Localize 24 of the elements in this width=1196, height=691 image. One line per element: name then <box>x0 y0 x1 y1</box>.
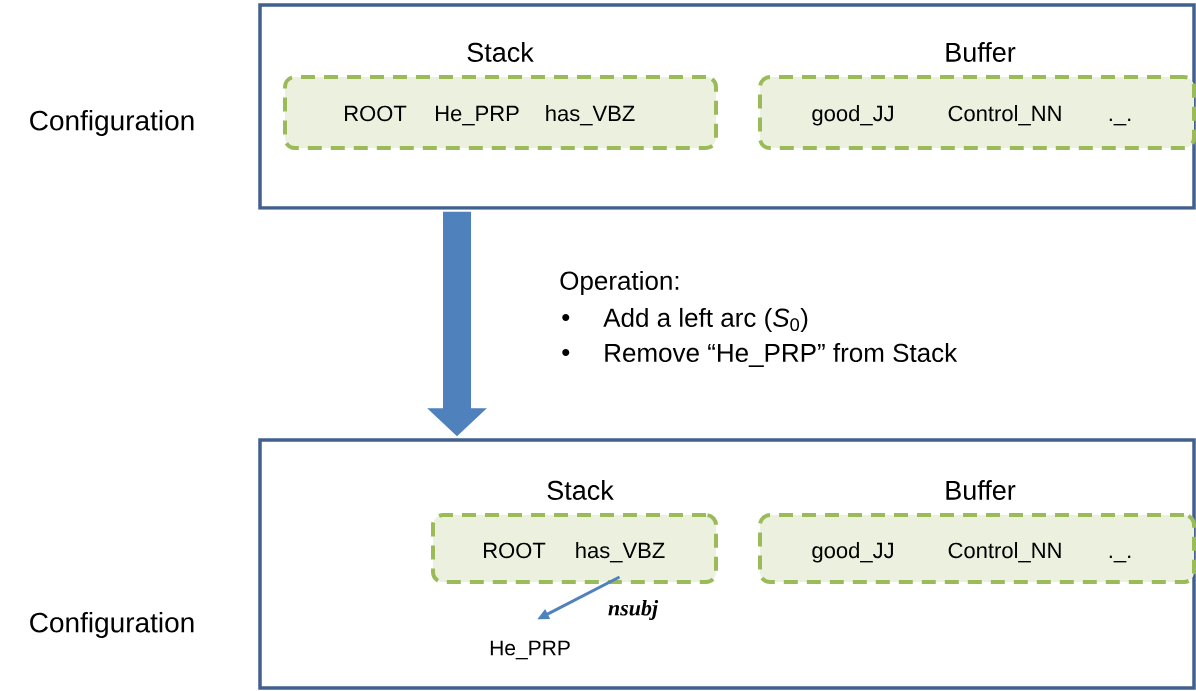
bullet: • <box>562 348 570 356</box>
token: Control_NN <box>948 105 1061 126</box>
operation-step: Add a left arc (S$_{0}$) <box>603 307 808 333</box>
side-label: Configuration <box>30 611 194 639</box>
side-label: Configuration <box>30 109 194 137</box>
token: has_VBZ <box>546 105 635 126</box>
token: has_VBZ <box>576 542 665 563</box>
token: good_JJ <box>812 542 893 563</box>
token: ROOT <box>484 542 546 559</box>
edge-label: nsubj <box>606 599 660 621</box>
box-title: Stack <box>467 42 534 62</box>
box-title: Stack <box>547 480 614 500</box>
bullet: • <box>562 313 570 321</box>
box-title: Buffer <box>946 480 1016 500</box>
operation-step: Remove “He_PRP” from Stack <box>605 343 958 367</box>
operation-heading: Operation: <box>560 270 679 296</box>
token: ._. <box>1109 555 1131 563</box>
token: ._. <box>1109 118 1131 126</box>
token: good_JJ <box>812 105 893 126</box>
token: He_PRP <box>490 640 570 660</box>
token: Control_NN <box>948 542 1061 563</box>
token: ROOT <box>345 105 407 122</box>
token: He_PRP <box>436 105 519 126</box>
box-title: Buffer <box>946 42 1016 62</box>
